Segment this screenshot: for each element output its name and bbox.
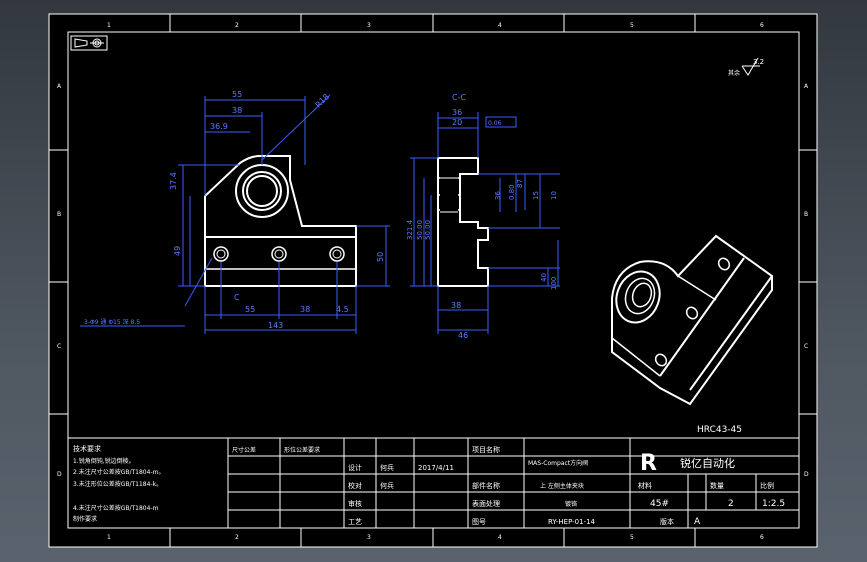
tb-qty-label: 数量 xyxy=(710,481,724,490)
dim-front-5: 49 xyxy=(173,246,182,256)
row-label-c-r: C xyxy=(804,343,808,350)
note-line-5: 制作要求 xyxy=(73,515,97,523)
dim-front-1: 38 xyxy=(232,106,242,115)
col-label-6: 6 xyxy=(760,22,764,29)
dim-side-6: 321.4 xyxy=(406,219,414,240)
tb-scale-label: 比例 xyxy=(760,481,774,490)
note-line-1: 1.锐角倒钝,锐边倒棱。 xyxy=(73,457,135,465)
dim-side-0: 36 xyxy=(452,108,462,117)
dim-front-0: 55 xyxy=(232,90,242,99)
col-label-6b: 6 xyxy=(760,534,764,541)
dim-side-9: 50.00 xyxy=(424,220,432,240)
tb-project: MAS-Compact方向阀 xyxy=(528,459,588,467)
tb-scale: 1:2.5 xyxy=(762,499,785,509)
roughness-note: 其余 xyxy=(728,69,740,77)
dim-front-9: 143 xyxy=(268,321,283,330)
col-label-5b: 5 xyxy=(630,534,634,541)
company-logo: R xyxy=(640,451,657,476)
dim-side-1: 20 xyxy=(452,118,462,127)
dim-side-4: 38 xyxy=(451,301,461,310)
tb-review-label: 审核 xyxy=(348,499,362,508)
side-section-label: C-C xyxy=(452,93,466,102)
dim-front-6: 50 xyxy=(376,252,385,262)
roughness-symbol-icon: 其余 3.2 xyxy=(728,57,764,77)
dim-side-7: 87 xyxy=(516,179,524,188)
front-hole-2 xyxy=(271,246,287,262)
title-block: 技术要求 1.锐角倒钝,锐边倒棱。 2.未注尺寸公差按GB/T1804-m。 3… xyxy=(67,437,800,529)
dim-side-12: 10 xyxy=(550,191,558,200)
tb-checker: 何兵 xyxy=(380,481,394,490)
dim-side-2: 0.06 xyxy=(488,120,502,127)
roughness-value: 3.2 xyxy=(753,58,764,66)
tb-part: 上 左侧主体夹块 xyxy=(540,482,584,490)
tb-company: 锐亿自动化 xyxy=(680,456,735,470)
dim-side-14: 40 xyxy=(540,273,548,282)
tb-drawing-no-label: 图号 xyxy=(472,518,486,526)
tb-process-label: 工艺 xyxy=(348,518,362,526)
row-label-b-r: B xyxy=(804,211,808,218)
row-label-c: C xyxy=(57,343,61,350)
tb-h-col2: 形位公差要求 xyxy=(284,446,320,454)
col-label-3: 3 xyxy=(367,22,371,29)
col-label-2b: 2 xyxy=(235,534,239,541)
tb-material: 45# xyxy=(650,499,669,509)
col-label-4b: 4 xyxy=(498,534,502,541)
dim-side-11: 15 xyxy=(532,191,540,200)
dim-front-2: 36.9 xyxy=(210,122,228,131)
notes-title: 技术要求 xyxy=(73,444,101,453)
isometric-view: HRC43-45 xyxy=(611,234,773,435)
front-hole-note: 3-Φ9 通 Φ15 深 8.5 xyxy=(84,318,140,326)
tb-heat-label: 表面处理 xyxy=(472,499,500,508)
dim-front-7: 55 xyxy=(245,305,255,314)
note-line-4: 4.未注尺寸公差按GB/T1804-m xyxy=(73,504,159,512)
col-label-2: 2 xyxy=(235,22,239,29)
section-mark: C xyxy=(234,293,240,302)
note-line-2: 2.未注尺寸公差按GB/T1804-m。 xyxy=(73,468,164,476)
row-label-d: D xyxy=(57,471,62,478)
tb-part-label: 部件名称 xyxy=(472,481,500,490)
col-label-4: 4 xyxy=(498,22,502,29)
col-label-1b: 1 xyxy=(107,534,111,541)
hardness-note: HRC43-45 xyxy=(697,425,742,435)
dim-side-5: 46 xyxy=(458,331,468,340)
col-label-3b: 3 xyxy=(367,534,371,541)
row-label-b: B xyxy=(57,211,61,218)
side-section-view: C-C 36 20 0.06 36 38 46 321.4 87 50.00 5… xyxy=(406,93,560,340)
tb-version: A xyxy=(694,517,701,527)
tb-heat: 镀铬 xyxy=(565,500,577,508)
row-label-a: A xyxy=(57,83,62,90)
dim-side-13: 100 xyxy=(550,277,558,290)
note-line-3: 3.未注形位公差按GB/T1184-k。 xyxy=(73,480,162,488)
tb-checker-label: 校对 xyxy=(348,481,362,490)
zone-marks: 1 2 3 4 5 6 1 2 3 4 5 6 A B C D A B C D xyxy=(49,14,817,547)
dim-side-8: 50.00 xyxy=(416,220,424,240)
col-label-5: 5 xyxy=(630,22,634,29)
row-label-d-r: D xyxy=(804,471,809,478)
sheet-border xyxy=(48,13,818,548)
dim-front-8: 38 xyxy=(300,305,310,314)
tb-designer-label: 设计 xyxy=(348,463,362,472)
col-label-1: 1 xyxy=(107,22,111,29)
tb-version-label: 版本 xyxy=(660,517,674,526)
tb-drawing-no: RY-HEP-01-14 xyxy=(548,518,596,526)
front-view: 55 38 36.9 R18 37.4 49 50 55 38 143 4.5 … xyxy=(80,90,390,334)
dim-front-4: 37.4 xyxy=(169,172,178,190)
projection-symbol-icon xyxy=(70,35,108,51)
tb-project-label: 项目名称 xyxy=(472,445,500,454)
dim-front-10: 4.5 xyxy=(336,305,349,314)
tb-material-label: 材料 xyxy=(638,481,652,490)
dim-side-10: 0.80 xyxy=(508,184,516,200)
tb-h-col1: 尺寸公差 xyxy=(232,446,256,454)
tb-qty: 2 xyxy=(728,499,734,509)
row-label-a-r: A xyxy=(804,83,809,90)
dim-side-3: 36 xyxy=(494,191,502,200)
front-hole-3 xyxy=(329,246,345,262)
tb-date: 2017/4/11 xyxy=(418,464,454,472)
front-hole-1 xyxy=(213,246,229,262)
tb-designer: 何兵 xyxy=(380,463,394,472)
